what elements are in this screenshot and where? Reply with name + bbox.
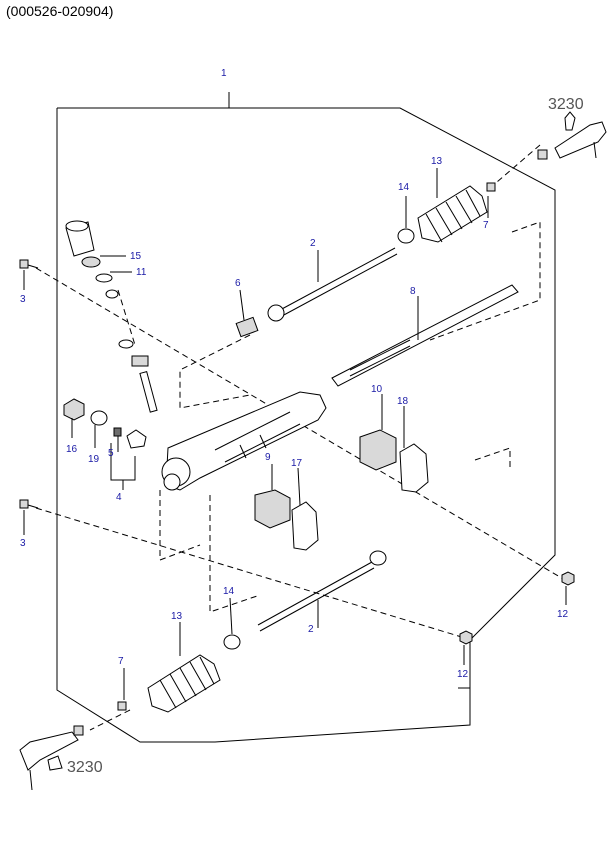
dashed-guides — [35, 144, 566, 731]
boot-bottom — [117, 634, 241, 713]
callout-7-top: 7 — [483, 220, 489, 231]
callout-19: 19 — [88, 454, 100, 465]
mounts — [254, 429, 429, 551]
callout-17: 17 — [291, 458, 303, 469]
callout-13-bottom: 13 — [171, 611, 183, 622]
callout-10: 10 — [371, 384, 383, 395]
callout-8: 8 — [410, 286, 416, 297]
callout-12-bottom: 12 — [457, 669, 469, 680]
ref-3230-bottom: 3230 — [67, 759, 103, 776]
boot-top — [397, 182, 496, 244]
tie-rod-end-top — [537, 111, 607, 160]
callout-14-top: 14 — [398, 182, 410, 193]
gear-housing — [161, 391, 327, 491]
callout-18: 18 — [397, 396, 409, 407]
callout-2-top: 2 — [310, 238, 316, 249]
inner-joint — [235, 316, 259, 338]
callout-7-bottom: 7 — [118, 656, 124, 667]
pinion-parts — [65, 220, 158, 413]
callout-12-right: 12 — [557, 609, 569, 620]
ref-3230-top: 3230 — [548, 96, 584, 113]
tie-rod-bottom — [257, 550, 387, 632]
rack-bar — [331, 284, 519, 387]
leader-lines — [23, 168, 567, 700]
callout-3-bottom: 3 — [20, 538, 26, 549]
callout-13-top: 13 — [431, 156, 443, 167]
callout-11: 11 — [136, 267, 147, 278]
fasteners — [19, 259, 575, 645]
callout-2-bottom: 2 — [308, 624, 314, 635]
callout-16: 16 — [66, 444, 78, 455]
callout-15: 15 — [130, 251, 142, 262]
callout-9: 9 — [265, 452, 271, 463]
callout-1: 1 — [221, 68, 227, 79]
callout-14-bottom: 14 — [223, 586, 235, 597]
assembly-frame — [56, 92, 556, 743]
callout-4: 4 — [116, 492, 122, 503]
callout-5: 5 — [108, 448, 114, 459]
diagram-code: (000526-020904) — [6, 3, 114, 19]
callout-3-top: 3 — [20, 294, 26, 305]
callout-labels: 1 13 14 7 2 8 6 15 11 3 16 19 5 4 10 18 … — [20, 68, 584, 776]
callout-6: 6 — [235, 278, 241, 289]
adjuster-parts — [63, 398, 147, 490]
tie-rod-top — [267, 247, 398, 322]
tie-rod-end-bottom — [19, 725, 84, 791]
